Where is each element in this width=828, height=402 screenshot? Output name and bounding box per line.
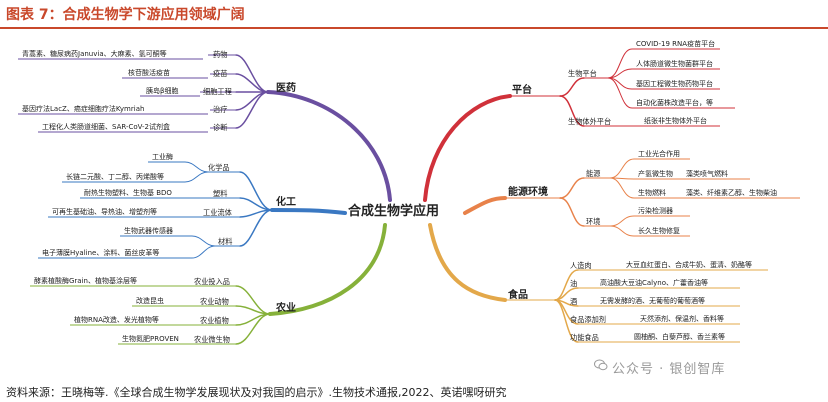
category-food: 食品 [508,290,528,301]
leaf-agri-microbe: 生物氮肥PROVEN [122,335,179,343]
leaf-food-oil: 高油酸大豆油Calyno、广藿香油等 [600,279,708,287]
trunk-agriculture [268,223,387,316]
sub-platform-bio: 生物平台 [568,69,597,78]
leaf-platform-auto: 自动化菌株改造平台，等 [636,99,713,107]
sub-chemical-fluid: 工业流体 [203,208,232,217]
trunk-platform [423,94,512,202]
sub-food-additive: 食品添加剂 [570,315,606,324]
leaf-chemical-sensor: 生物武器传感器 [124,227,173,235]
leaf-chemical-fluid: 可再生基础油、导热油、增塑剂等 [52,208,157,216]
sub-chemical-chemicals: 化学品 [208,163,230,172]
leaf-medicine-diagnosis: 工程化人类肠道细菌、SAR-CoV-2试剂盒 [42,123,170,131]
leaf-energy-photosynthesis: 工业光合作用 [638,150,680,158]
source-note: 资料来源：王晓梅等.《全球合成生物学发展现状及对我国的启示》.生物技术通报,20… [6,386,507,399]
sub-agri-plant: 农业植物 [200,316,229,325]
sub-food-wine: 酒 [570,297,578,306]
leaf-medicine-therapy: 基因疗法LacZ、癌症细胞疗法Kymriah [22,105,145,113]
category-energy: 能源环境 [508,187,548,198]
leaf-platform-gene: 基因工程微生物药物平台 [636,80,713,88]
trunk-chemical [270,208,347,215]
figure-title: 图表 7：合成生物学下游应用领域广阔 [6,7,245,23]
trunk-food [428,223,507,302]
wechat-icon [594,359,608,371]
leaf-energy-biofuel-types: 藻类、纤维素乙醇、生物柴油 [686,189,777,197]
title-rule [0,27,828,29]
leaf-agri-plant: 植物RNA改造、发光植物等 [74,316,159,324]
center-node: 合成生物学应用 [348,204,440,219]
trunk-energy [463,196,507,215]
leaf-food-functional: 圆柚酮、白藜芦醇、香兰素等 [634,333,725,341]
category-agriculture: 农业 [276,303,296,314]
leaf-energy-biofuel: 生物燃料 [638,189,666,197]
sub-agri-animal: 农业动物 [200,297,229,306]
category-medicine: 医药 [276,83,296,94]
sub-environment: 环境 [586,217,601,226]
sub-medicine-cell: 细胞工程 [203,87,232,96]
watermark: 公众号 · 银创智库 [612,362,726,377]
leaf-env-detector: 污染检测器 [638,207,673,215]
leaf-medicine-cell: 胰岛β细胞 [146,87,179,95]
sub-energy: 能源 [586,169,601,178]
trunk-medicine [266,90,392,202]
sub-food-meat: 人造肉 [570,261,592,270]
leaf-env-remediation: 长久生物修复 [638,227,680,235]
leaf-platform-gut: 人体肠道微生物菌群平台 [636,60,713,68]
leaf-food-additive: 天然添剂、保温剂、香料等 [640,315,724,323]
leaf-medicine-drug: 青蒿素、糖尿病药Januvia、大麻素、氢可酮等 [22,50,167,58]
sub-agri-microbe: 农业微生物 [194,335,230,344]
leaf-chemical-enzyme: 工业酶 [152,153,173,161]
sub-medicine-therapy: 治疗 [213,105,228,114]
leaf-platform-covid: COVID-19 RNA疫苗平台 [636,40,716,48]
leaf-agri-animal: 改造昆虫 [136,297,164,305]
leaf-chemical-plastic: 耐热生物塑料、生物基 BDO [84,189,172,197]
sub-medicine-vaccine: 疫苗 [213,69,228,78]
sub-platform-invitro: 生物体外平台 [568,117,612,126]
sub-chemical-material: 材料 [218,237,233,246]
sub-medicine-drug: 药物 [213,50,228,59]
mindmap-frame [0,30,828,375]
leaf-food-wine: 无需发酵的酒、无葡萄的葡萄酒等 [600,297,705,305]
sub-chemical-plastic: 塑料 [213,189,228,198]
sub-food-functional: 功能食品 [570,333,599,342]
leaf-energy-algae-jet: 藻类喷气燃料 [686,170,728,178]
leaf-chemical-acids: 长链二元酸、丁二醇、丙烯酸等 [66,173,164,181]
leaf-medicine-vaccine: 核苷酸活疫苗 [128,69,170,77]
category-chemical: 化工 [276,197,296,208]
leaf-chemical-material: 电子薄膜Hyaline、涂料、菌丝皮革等 [42,249,160,257]
sub-medicine-diagnosis: 诊断 [213,123,228,132]
leaf-food-meat: 大豆血红蛋白、合成牛奶、蛋清、奶酪等 [626,261,752,269]
category-platform: 平台 [512,85,532,96]
leaf-agri-input: 酵素植酸酶Grain、植物基涂层等 [34,277,137,285]
leaf-energy-hydrogen: 产氢微生物 [638,170,673,178]
leaf-platform-paper: 纸张非生物体外平台 [644,117,707,125]
sub-agri-input: 农业投入品 [194,277,230,286]
sub-food-oil: 油 [570,279,578,288]
